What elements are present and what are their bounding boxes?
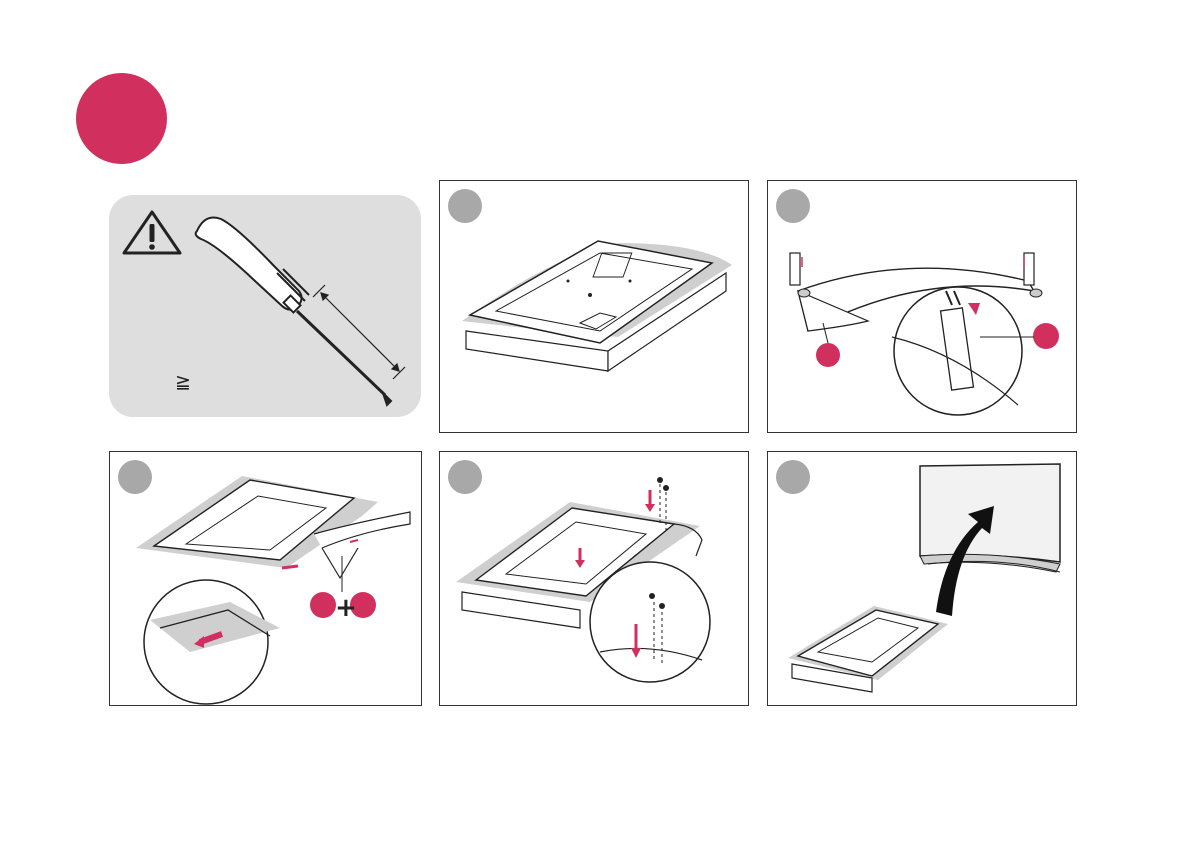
tv-face-down-on-box-icon: [440, 181, 750, 434]
length-dimension-icon: [313, 285, 405, 379]
screwdriver-icon: [196, 218, 391, 406]
step-2-panel: [767, 180, 1077, 433]
plus-symbol: +: [335, 593, 357, 623]
tool-requirement-box: ≧: [109, 195, 421, 417]
step-1-panel: [439, 180, 749, 433]
warning-icon: [124, 212, 180, 253]
step-5-panel: [767, 451, 1077, 706]
step-number-circle: [76, 73, 167, 164]
step-3-panel: +: [109, 451, 422, 706]
step-4-panel: [439, 451, 749, 706]
fasten-stand-screws-icon: [440, 452, 750, 707]
attach-stand-to-tv-icon: [110, 452, 423, 707]
raise-tv-upright-icon: [768, 452, 1078, 707]
minimum-symbol: ≧: [175, 371, 191, 393]
stand-assembly-screws-icon: [768, 181, 1078, 434]
